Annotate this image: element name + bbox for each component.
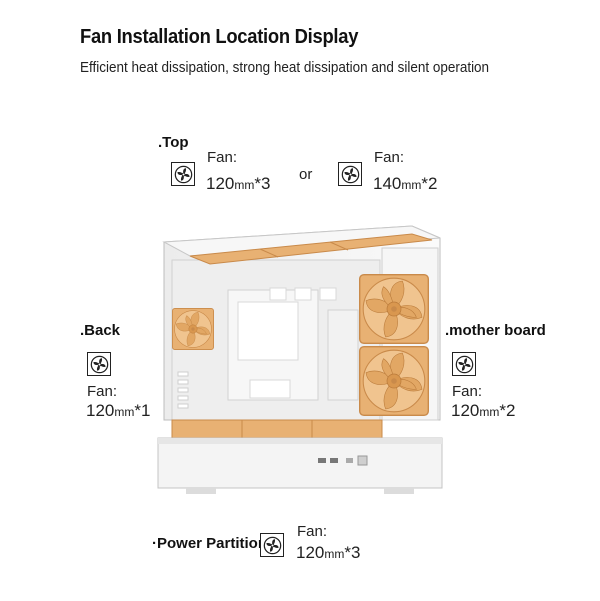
top-label: .Top bbox=[158, 134, 189, 151]
back-spec: 120mm*1 bbox=[86, 401, 151, 420]
top-fan-word-2: Fan: bbox=[374, 149, 405, 166]
back-fan-word: Fan: bbox=[87, 383, 118, 400]
back-label: .Back bbox=[80, 322, 121, 339]
fan-icon bbox=[87, 352, 111, 376]
psu-fan-word: Fan: bbox=[297, 523, 328, 540]
top-spec-option1: 120mm*3 bbox=[206, 174, 271, 193]
fan-icon bbox=[171, 162, 195, 186]
top-or: or bbox=[299, 166, 313, 183]
page-subtitle: Efficient heat dissipation, strong heat … bbox=[80, 60, 490, 76]
psu-label: ·Power Partition bbox=[152, 535, 268, 552]
fan-icon bbox=[260, 533, 284, 557]
fan-icon bbox=[452, 352, 476, 376]
motherboard-label: .mother board bbox=[445, 322, 546, 339]
fan-icon bbox=[338, 162, 362, 186]
psu-spec: 120mm*3 bbox=[296, 543, 361, 562]
pc-case-illustration bbox=[157, 225, 443, 494]
motherboard-spec: 120mm*2 bbox=[451, 401, 516, 420]
page-title: Fan Installation Location Display bbox=[80, 26, 359, 48]
top-fan-word: Fan: bbox=[207, 149, 238, 166]
top-spec-option2: 140mm*2 bbox=[373, 174, 438, 193]
motherboard-fan-word: Fan: bbox=[452, 383, 483, 400]
